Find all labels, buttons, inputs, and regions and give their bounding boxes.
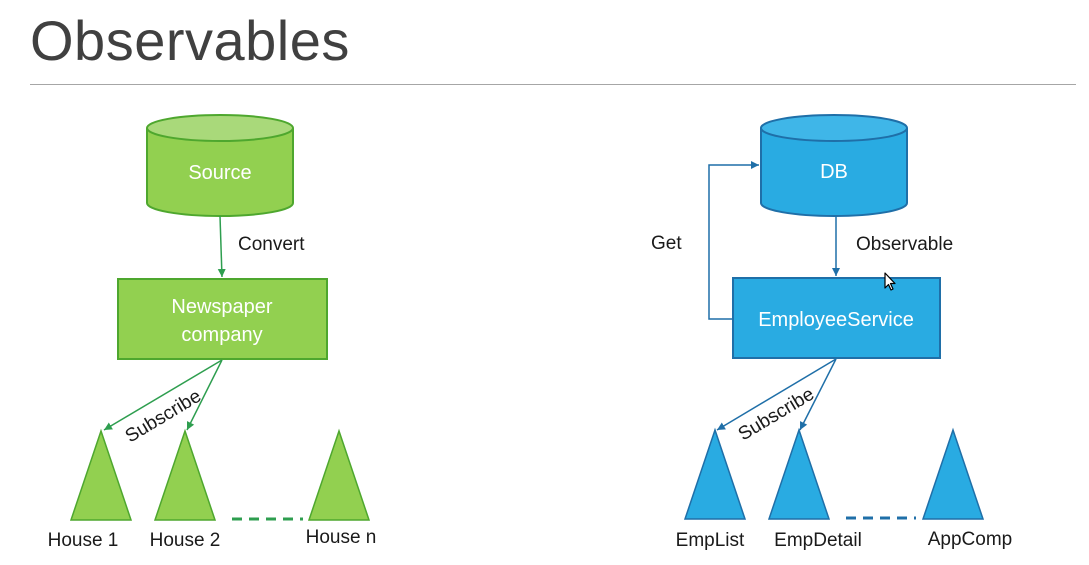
db-cylinder: DB: [760, 114, 908, 217]
convert-label: Convert: [238, 234, 305, 255]
subscribe-arrow-empdetail: [799, 358, 837, 431]
convert-arrow: [217, 215, 226, 278]
house2-triangle: [153, 428, 217, 521]
subscribe-arrow-house1: [103, 359, 223, 431]
newspaper-company-box: Newspaper company: [117, 278, 328, 360]
emplist-label: EmpList: [676, 530, 745, 551]
employee-service-label: EmployeeService: [758, 309, 914, 331]
empdetail-label: EmpDetail: [774, 530, 862, 551]
newspaper-line2: company: [181, 324, 262, 346]
newspaper-line1: Newspaper: [171, 296, 273, 318]
housen-triangle: [307, 428, 371, 521]
subscribe-label-right: Subscribe: [735, 384, 818, 446]
appcomp-triangle: [921, 427, 985, 520]
house2-label: House 2: [150, 530, 221, 551]
db-label: DB: [820, 161, 848, 183]
emplist-triangle: [683, 427, 747, 520]
source-cylinder: Source: [146, 114, 294, 217]
appcomp-label: AppComp: [928, 529, 1013, 550]
source-label: Source: [188, 162, 251, 184]
house1-label: House 1: [48, 530, 119, 551]
employee-service-box: EmployeeService: [732, 277, 941, 359]
get-label: Get: [651, 233, 682, 254]
subscribe-arrow-house2: [186, 359, 223, 431]
mouse-pointer-icon: [884, 272, 896, 291]
observable-label: Observable: [856, 234, 953, 255]
subscribe-arrow-emplist: [716, 358, 837, 431]
empdetail-triangle: [767, 427, 831, 520]
get-arrow: [708, 161, 759, 320]
housen-label: House n: [306, 527, 377, 548]
title-divider: [30, 84, 1076, 85]
house1-triangle: [69, 428, 133, 521]
slide-title: Observables: [30, 9, 350, 72]
